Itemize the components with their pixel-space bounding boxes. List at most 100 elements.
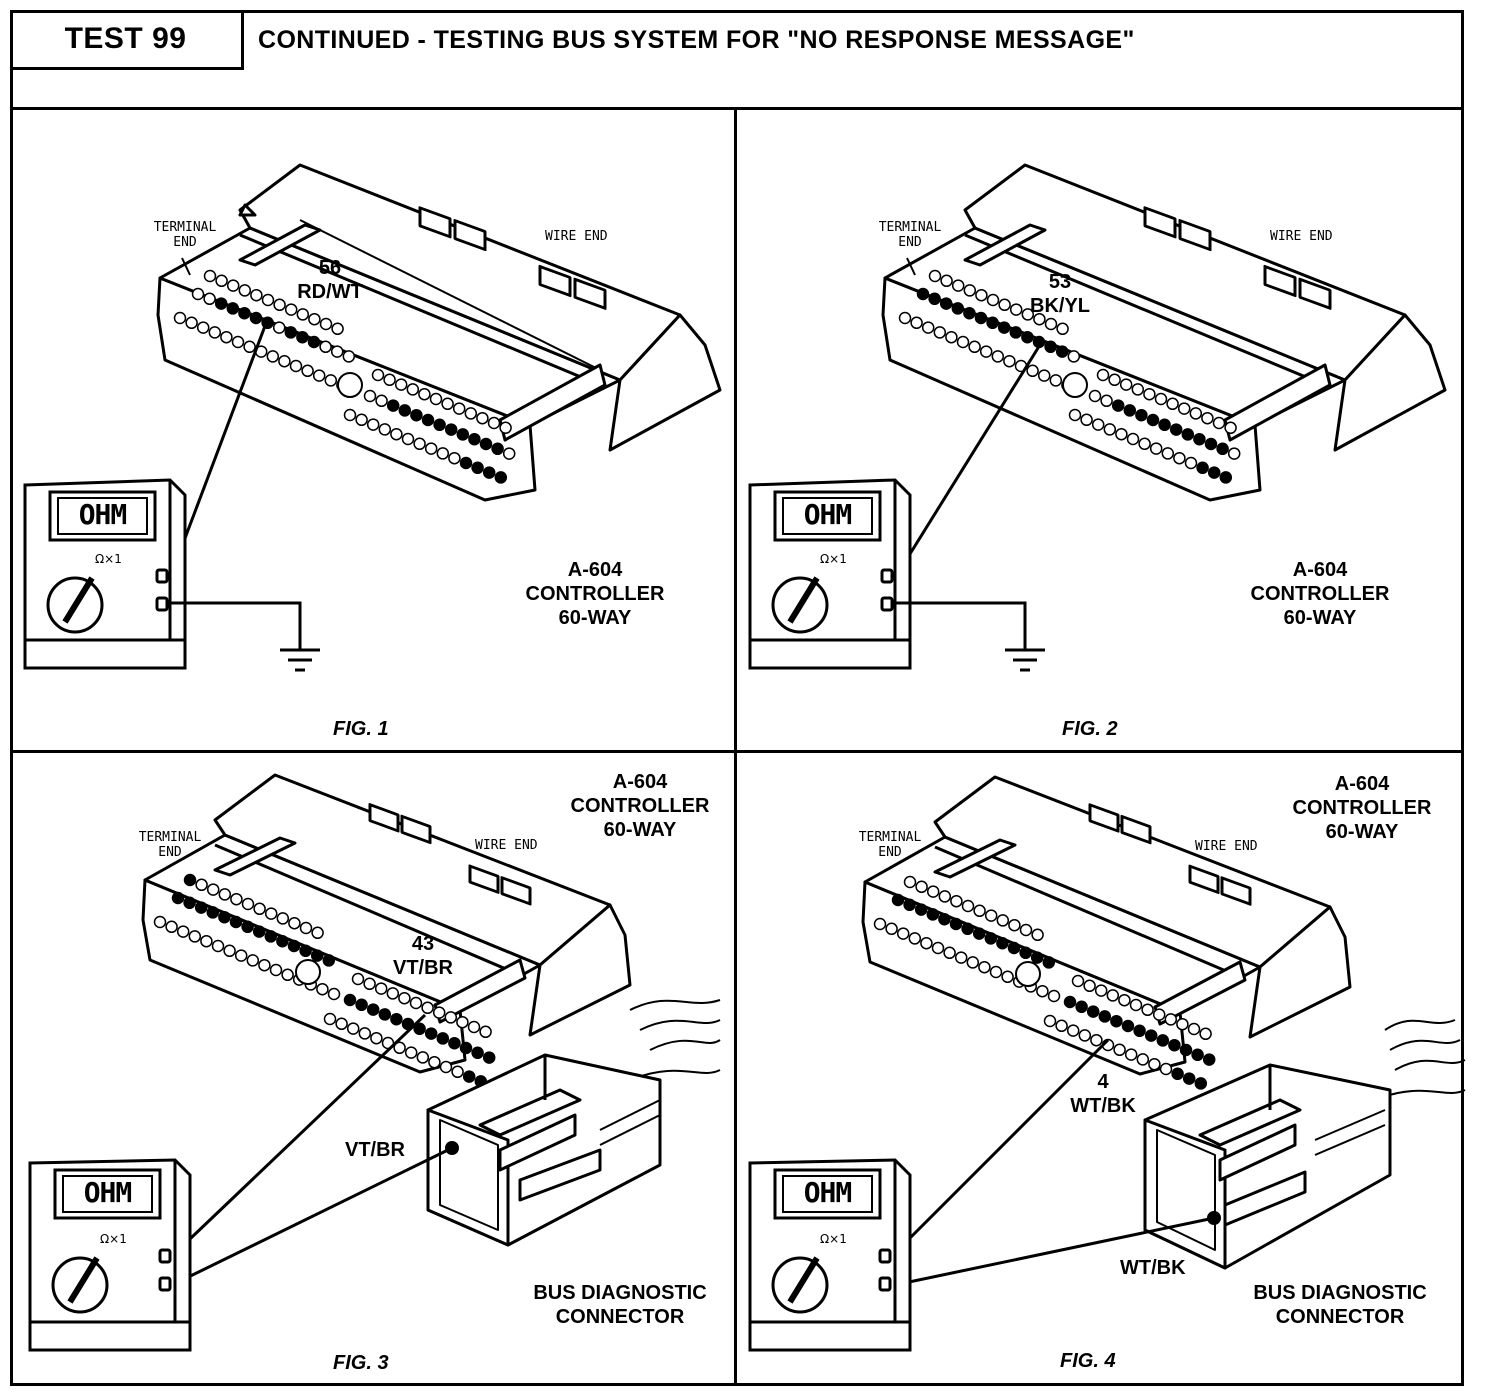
connector-pin	[1021, 330, 1034, 344]
connector-pin	[1191, 1048, 1204, 1062]
connector-pin	[393, 1041, 406, 1055]
connector-pin	[961, 922, 974, 936]
connector-pin	[986, 316, 999, 330]
connector-pin	[363, 389, 377, 403]
connector-pin	[943, 946, 956, 960]
connector-pin	[951, 302, 965, 315]
multimeter-icon	[748, 478, 912, 670]
connector-pin	[203, 292, 216, 306]
multimeter-icon	[28, 1158, 192, 1352]
connector-pin	[1044, 317, 1058, 331]
connector-pin	[371, 368, 385, 382]
connector-pin	[989, 965, 1003, 979]
connector-pin	[218, 910, 231, 924]
pin-array	[898, 269, 1241, 484]
connector-pin	[264, 930, 278, 943]
connector-pin	[1009, 326, 1023, 339]
connector-pin	[908, 932, 922, 945]
connector-pin	[421, 1001, 434, 1015]
connector-pin	[1007, 941, 1021, 955]
connector-pin	[289, 359, 303, 373]
figure-caption: FIG. 1	[333, 718, 389, 740]
connector-pin	[1129, 998, 1143, 1012]
connector-pin	[165, 920, 178, 934]
connector-pin	[1144, 1029, 1158, 1042]
connector-pin	[176, 925, 190, 938]
connector-pin	[1123, 404, 1137, 417]
figure-4-drawing	[748, 775, 1466, 1352]
figure-3-drawing	[28, 773, 721, 1352]
connector-pin	[1037, 369, 1051, 382]
connector-pin	[428, 1055, 441, 1069]
connector-pin	[308, 312, 321, 326]
connector-pin	[1055, 1019, 1068, 1033]
connector-pin	[1187, 1022, 1201, 1036]
figure-caption: FIG. 2	[1062, 718, 1118, 740]
connector-pin	[933, 326, 947, 339]
connector-pin	[284, 303, 298, 316]
connector-pin	[208, 326, 222, 339]
connector-pin	[1111, 399, 1125, 412]
connector-pin	[921, 321, 935, 334]
connector-pin	[273, 298, 286, 312]
connector-pin	[1196, 461, 1209, 475]
connector-pin	[226, 302, 240, 315]
connector-pin	[452, 402, 466, 415]
connector-pin	[1121, 1019, 1135, 1033]
connector-pin	[1003, 354, 1016, 368]
connector-pin	[1108, 373, 1121, 387]
connector-pin	[269, 963, 283, 977]
multimeter-icon	[23, 478, 187, 670]
connector-pin	[249, 311, 263, 325]
connector-pin	[1126, 432, 1140, 446]
connector-pin	[1143, 387, 1156, 401]
connector-pin	[938, 890, 952, 903]
figure-2-drawing	[748, 163, 1447, 672]
terminal-end-label: TERMINAL END	[858, 830, 922, 860]
diagram-frame	[10, 10, 1464, 1386]
connector-pin	[1033, 312, 1046, 326]
connector-pin	[444, 423, 458, 436]
connector-pin	[928, 292, 941, 306]
pin-label: 43 VT/BR	[393, 933, 453, 979]
connector-pin	[916, 287, 930, 301]
connector-pin	[188, 930, 202, 943]
connector-pin	[1181, 428, 1195, 441]
meter-display: OHM	[803, 498, 853, 531]
connector-pin	[1152, 1008, 1166, 1021]
connector-pin	[383, 373, 396, 387]
connector-pin	[374, 982, 388, 995]
connector-pin	[1141, 1003, 1154, 1017]
connector-pin	[258, 958, 271, 972]
connector-pin	[1113, 1043, 1126, 1057]
test-number-box: TEST 99	[10, 10, 244, 70]
connector-pin	[1078, 1029, 1092, 1042]
connector-pin	[343, 993, 357, 1007]
connector-pin	[896, 927, 910, 940]
connector-pin	[191, 287, 205, 301]
pin-array	[153, 873, 496, 1088]
connector-pin	[284, 326, 298, 339]
connector-pin	[945, 330, 958, 344]
connector-pin	[462, 1070, 476, 1083]
multimeter-icon	[748, 1158, 912, 1352]
connector-pin	[456, 1015, 469, 1029]
connector-pin	[301, 364, 314, 378]
connector-pin	[196, 321, 210, 334]
connector-pin	[312, 369, 326, 382]
terminal-end-label: TERMINAL END	[138, 830, 202, 860]
bus-connector-icon	[1143, 1019, 1466, 1270]
connector-pin	[1184, 456, 1198, 470]
connector-pin	[991, 350, 1005, 363]
connector-pin	[1110, 1014, 1123, 1028]
connector-pin	[1098, 1010, 1112, 1023]
connector-pin	[974, 311, 988, 325]
connector-pin	[322, 954, 336, 967]
connector-pin	[211, 939, 225, 953]
connector-pin	[1179, 1043, 1193, 1057]
connector-pin	[250, 288, 263, 302]
connector-pin	[1021, 308, 1035, 321]
connector-pin	[1193, 432, 1206, 446]
connector-pin	[439, 1060, 453, 1074]
terminal-end-label: TERMINAL END	[878, 220, 942, 250]
